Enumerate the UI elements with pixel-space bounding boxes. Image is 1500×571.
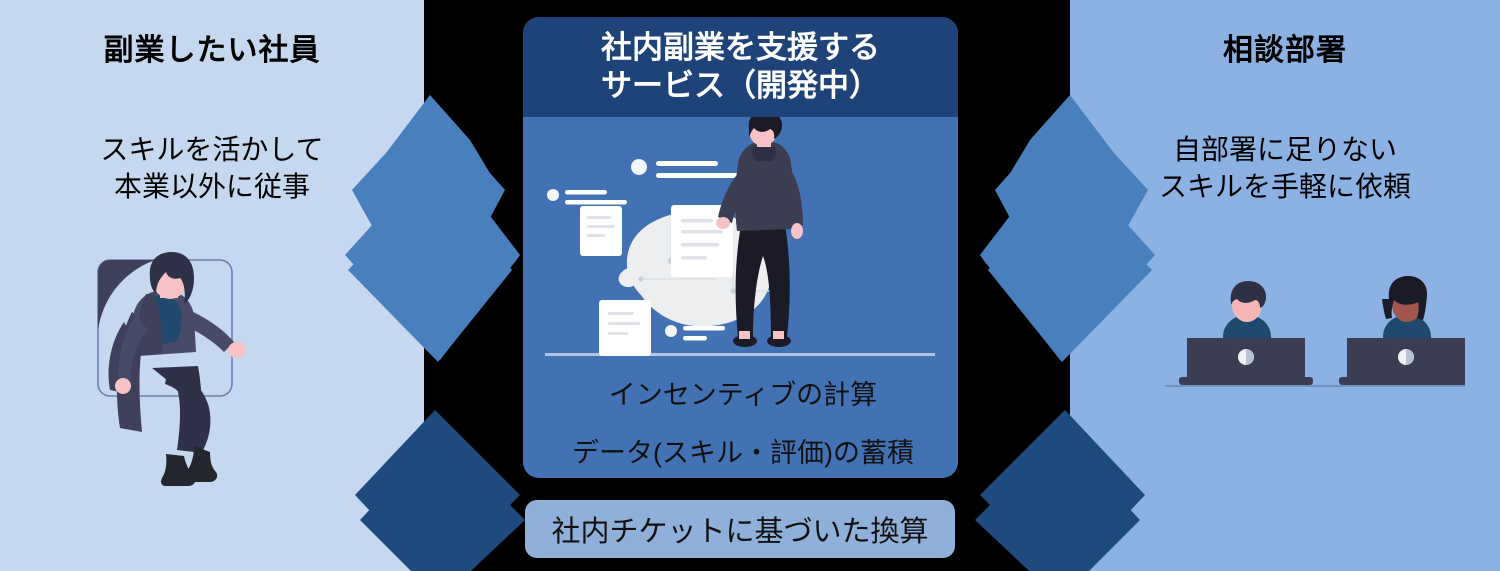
left-panel-subtitle: スキルを活かして 本業以外に従事 <box>0 132 424 206</box>
person-with-documents-illustration <box>545 117 935 356</box>
person-laptop-right <box>1339 276 1465 385</box>
feature-pill-1[interactable]: インセンティブの計算 <box>546 366 940 418</box>
right-panel-subtitle: 自部署に足りない スキルを手軽に依頼 <box>1070 132 1500 206</box>
person-laptop-left <box>1179 281 1313 385</box>
service-card: 社内副業を支援する サービス（開発中） <box>523 17 958 478</box>
feature-pill-2[interactable]: データ(スキル・評価)の蓄積 <box>546 424 940 476</box>
left-panel-subtitle-line2: 本業以外に従事 <box>113 170 310 202</box>
left-panel-subtitle-line1: スキルを活かして <box>100 134 324 165</box>
woman-standing-illustration <box>97 252 246 486</box>
feature-pill-3-label: 社内チケットに基づいた換算 <box>551 516 929 548</box>
service-card-title-line1: 社内副業を支援する <box>601 30 880 66</box>
service-card-title: 社内副業を支援する サービス（開発中） <box>601 29 880 105</box>
two-people-at-laptops-illustration <box>1165 276 1465 387</box>
right-panel-title: 相談部署 <box>1223 34 1347 67</box>
service-card-title-line2: サービス（開発中） <box>601 68 880 103</box>
right-panel-subtitle-line2: スキルを手軽に依頼 <box>1158 170 1411 202</box>
feature-pill-3[interactable]: 社内チケットに基づいた換算 <box>525 500 955 558</box>
right-panel-subtitle-line1: 自部署に足りない <box>1172 134 1397 165</box>
left-panel-title: 副業したい社員 <box>103 34 321 67</box>
feature-pill-1-label: インセンティブの計算 <box>608 379 878 410</box>
feature-pill-2-label: データ(スキル・評価)の蓄積 <box>572 437 914 468</box>
service-card-header: 社内副業を支援する サービス（開発中） <box>523 17 958 117</box>
